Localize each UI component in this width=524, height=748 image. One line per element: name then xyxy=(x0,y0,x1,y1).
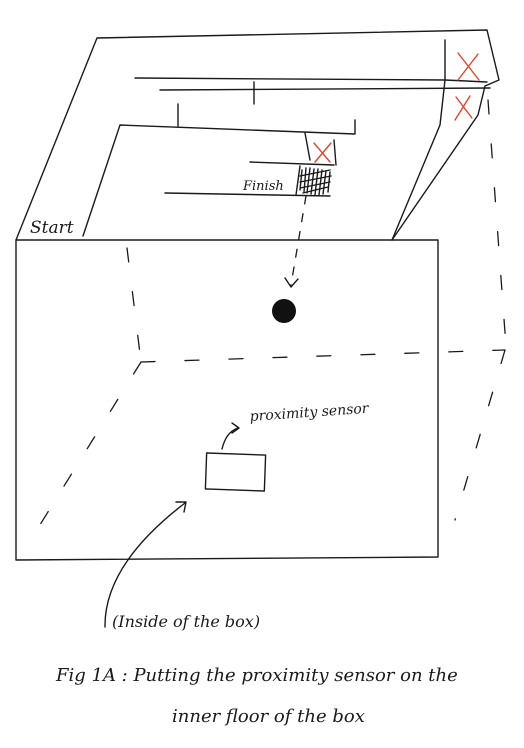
ball-drop-arrow xyxy=(285,196,306,287)
blocked-cell-marks xyxy=(314,53,479,162)
figure-caption-line-1: Fig 1A : Putting the proximity sensor on… xyxy=(55,665,458,686)
blocked-x-mark xyxy=(455,96,472,120)
box-top-outline xyxy=(16,30,499,240)
arrow-head-icon xyxy=(285,278,298,287)
inside-of-box-label: (Inside of the box) xyxy=(112,612,260,631)
maze-walls xyxy=(83,82,490,236)
sensor-label-arrow xyxy=(222,423,239,449)
finish-label: Finish xyxy=(242,179,284,194)
blocked-x-mark xyxy=(314,143,331,162)
box-front-face xyxy=(16,240,438,560)
inside-pointer-arrow xyxy=(105,502,186,627)
ball xyxy=(272,299,296,323)
proximity-sensor-label: proximity sensor xyxy=(249,401,370,425)
proximity-sensor xyxy=(205,453,265,491)
finish-hole xyxy=(300,168,331,195)
start-label: Start xyxy=(30,218,74,238)
blocked-x-mark xyxy=(458,53,479,80)
figure-caption-line-2: inner floor of the box xyxy=(172,706,365,727)
